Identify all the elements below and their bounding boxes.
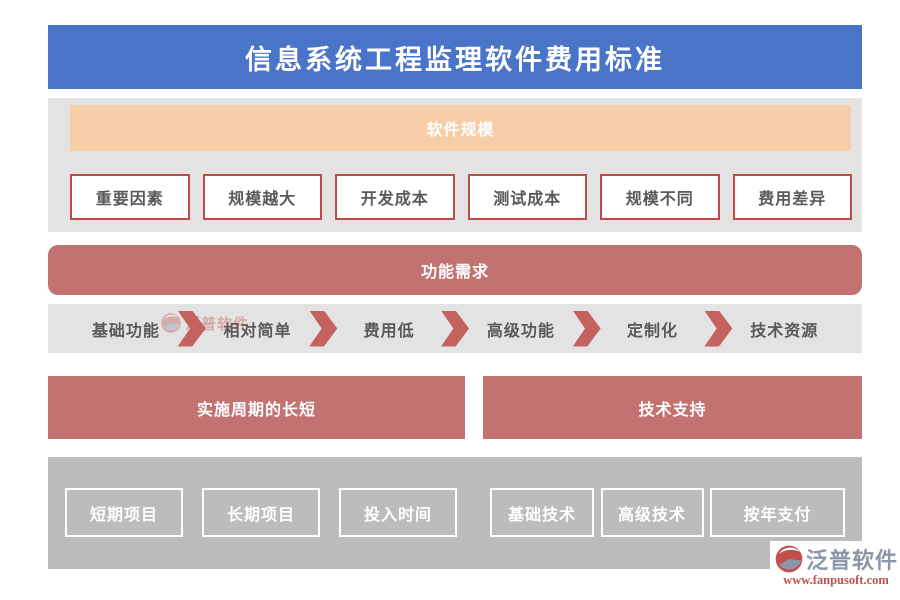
factor-label: 重要因素	[95, 191, 164, 208]
arrow-right-icon	[441, 310, 470, 347]
flow-step-low-cost: 费用低	[363, 322, 415, 340]
factor-box-scale-diff: 规模不同	[600, 174, 720, 220]
implementation-period-header: 实施周期的长短	[48, 376, 465, 439]
function-flow-strip: 泛普软件 基础功能 相对简单 费用低 高级功能 定制化 技术资源	[48, 304, 862, 353]
arrow-right-icon	[572, 310, 601, 347]
tech-support-header: 技术支持	[483, 376, 862, 439]
item-box-basic-tech: 基础技术	[490, 488, 594, 537]
item-box-long-term: 长期项目	[202, 488, 320, 537]
tech-support-label: 技术支持	[638, 401, 707, 419]
brand-row: 泛普软件	[774, 543, 898, 575]
flow-step-tech-resources: 技术资源	[750, 322, 819, 340]
factor-label: 开发成本	[360, 191, 429, 208]
arrow-right-icon	[177, 310, 206, 347]
factor-label: 规模越大	[228, 191, 297, 208]
flow-step-relatively-simple: 相对简单	[223, 322, 292, 340]
page-title: 信息系统工程监理软件费用标准	[245, 44, 665, 75]
period-items-group: 短期项目 长期项目 投入时间	[65, 488, 457, 537]
software-scale-header-label: 软件规模	[426, 122, 495, 139]
flow-step-customization: 定制化	[627, 322, 679, 340]
flow-step-advanced-functions: 高级功能	[486, 322, 555, 340]
item-box-advanced-tech: 高级技术	[600, 488, 704, 537]
item-box-short-term: 短期项目	[65, 488, 183, 537]
item-label: 短期项目	[89, 506, 158, 524]
item-label: 投入时间	[363, 506, 432, 524]
factor-label: 规模不同	[625, 191, 694, 208]
item-label: 基础技术	[507, 506, 576, 524]
brand-website: www.fanpusoft.com	[783, 573, 889, 587]
implementation-period-label: 实施周期的长短	[196, 401, 316, 419]
software-scale-factor-row: 重要因素 规模越大 开发成本 测试成本 规模不同 费用差异	[70, 174, 852, 220]
item-box-annual-pay: 按年支付	[710, 488, 845, 537]
bottom-detail-panel: 短期项目 长期项目 投入时间 基础技术 高级技术 按年支付	[48, 457, 862, 569]
factor-label: 测试成本	[493, 191, 562, 208]
item-label: 高级技术	[617, 506, 686, 524]
factor-box-fee-diff: 费用差异	[732, 174, 852, 220]
factor-label: 费用差异	[758, 191, 827, 208]
function-requirement-header: 功能需求	[48, 245, 862, 295]
flow-step-basic-functions: 基础功能	[91, 322, 160, 340]
item-label: 长期项目	[226, 506, 295, 524]
factor-box-important: 重要因素	[70, 174, 190, 220]
function-requirement-label: 功能需求	[420, 264, 489, 281]
support-items-group: 基础技术 高级技术 按年支付	[490, 488, 845, 537]
brand-name: 泛普软件	[806, 548, 899, 573]
arrow-right-icon	[704, 310, 733, 347]
factor-box-test-cost: 测试成本	[467, 174, 587, 220]
software-scale-section: 软件规模 重要因素 规模越大 开发成本 测试成本 规模不同 费用差异	[48, 98, 862, 232]
brand-logo-icon	[775, 545, 803, 573]
factor-box-larger-scale: 规模越大	[202, 174, 322, 220]
arrow-right-icon	[309, 310, 338, 347]
factor-box-dev-cost: 开发成本	[335, 174, 455, 220]
item-label: 按年支付	[743, 506, 812, 524]
category-bars-row: 实施周期的长短 技术支持	[48, 376, 862, 439]
title-banner: 信息系统工程监理软件费用标准	[48, 25, 862, 89]
software-scale-header: 软件规模	[70, 105, 851, 151]
brand-footer: 泛普软件 www.fanpusoft.com	[770, 541, 900, 591]
item-box-time-invest: 投入时间	[339, 488, 457, 537]
